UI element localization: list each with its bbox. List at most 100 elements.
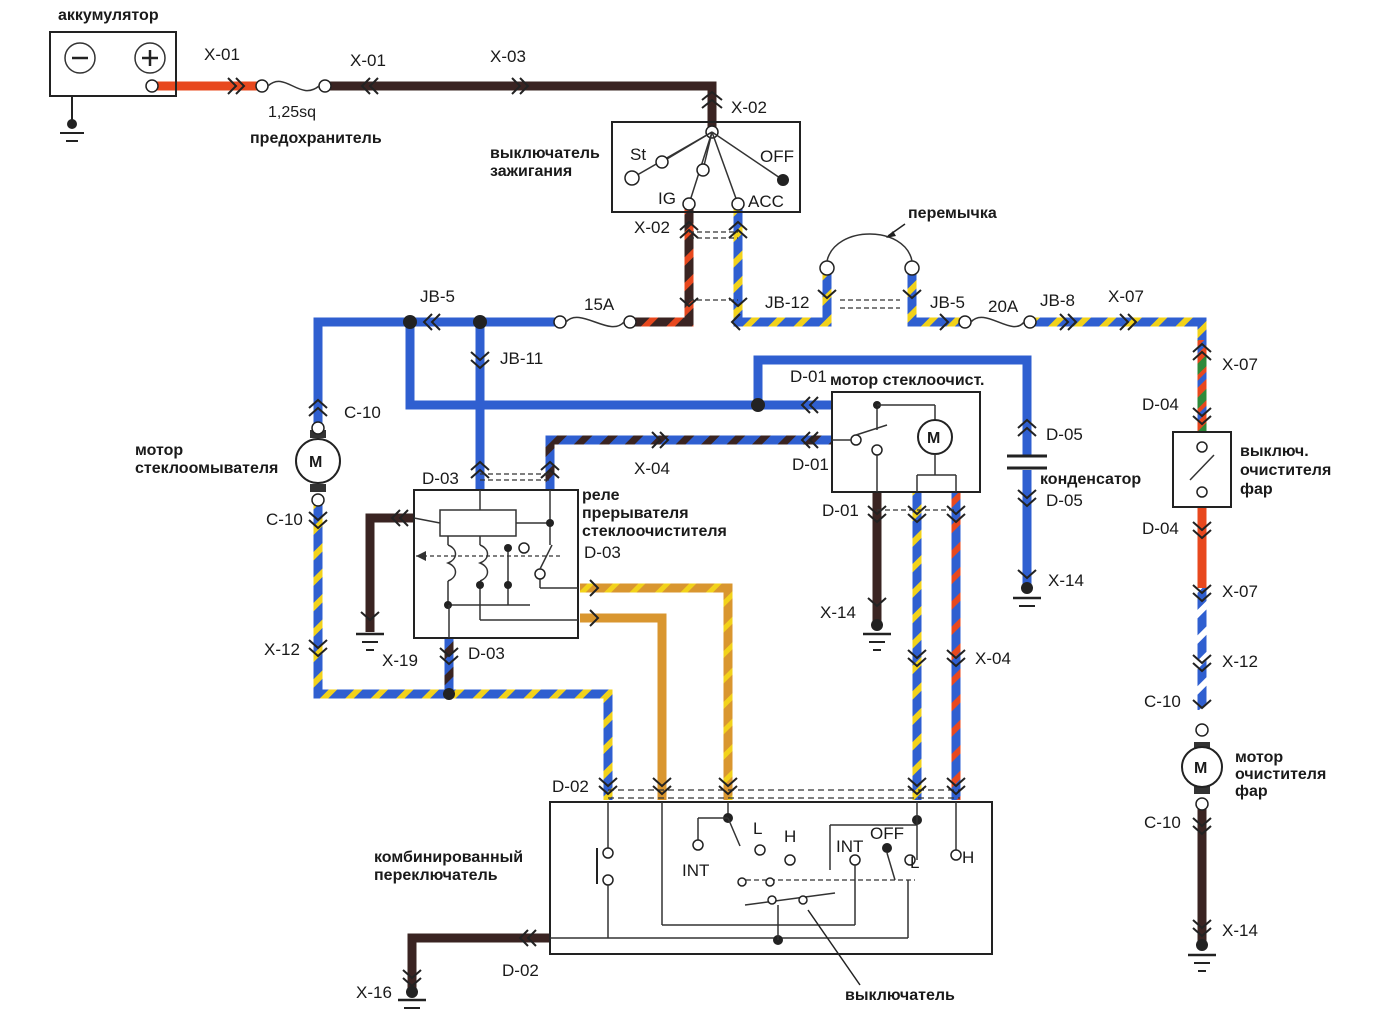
- conn-x03: X-03: [490, 47, 526, 66]
- fuse-15a-label: 15A: [584, 295, 615, 314]
- ignition-label-2: зажигания: [490, 163, 572, 180]
- conn-x07-right: X-07: [1222, 355, 1258, 374]
- hl-motor-label-2: очистителя: [1235, 766, 1326, 783]
- battery-label: аккумулятор: [58, 7, 159, 24]
- hl-switch-label-1: выключ.: [1240, 443, 1309, 460]
- jumper: перемычка: [819, 205, 997, 276]
- ign-st: St: [630, 145, 646, 164]
- wiper-relay: реле прерывателя стеклоочистителя: [413, 487, 727, 639]
- fuse-size-label: 1,25sq: [268, 104, 316, 121]
- combo-h-right: H: [962, 848, 974, 867]
- wire-bus-wiper-motor: [405, 322, 832, 410]
- wire-relay-x04: [545, 435, 832, 490]
- combo-l-left: L: [753, 819, 762, 838]
- wiper-motor-symbol: M: [927, 430, 940, 447]
- washer-motor: M мотор стеклоомывателя: [135, 421, 341, 507]
- washer-motor-symbol: M: [309, 454, 322, 471]
- conn-d01-top: D-01: [790, 367, 827, 386]
- jumper-label: перемычка: [908, 205, 997, 222]
- wires: [152, 81, 1207, 992]
- conn-x02-bottom: X-02: [634, 218, 670, 237]
- conn-x19: X-19: [382, 651, 418, 670]
- conn-d01-mid: D-01: [792, 455, 829, 474]
- ign-acc: ACC: [748, 192, 784, 211]
- fuses: 15A 20A: [553, 295, 1037, 329]
- conn-x12-right: X-12: [1222, 652, 1258, 671]
- main-fuse: 1,25sq предохранитель: [250, 79, 382, 147]
- conn-c10-left-top: C-10: [344, 403, 381, 422]
- battery: аккумулятор: [49, 7, 177, 142]
- conn-jb5-left: JB-5: [420, 287, 455, 306]
- combo-label-2: переключатель: [374, 867, 498, 884]
- relay-label-1: реле: [582, 487, 620, 504]
- conn-d05-top: D-05: [1046, 425, 1083, 444]
- combo-int-right: INT: [836, 837, 863, 856]
- wire-relay-combo-orange2: [580, 613, 667, 800]
- conn-x07-top: X-07: [1108, 287, 1144, 306]
- capacitor: конденсатор: [1007, 454, 1141, 488]
- conn-d05-bottom: D-05: [1046, 491, 1083, 510]
- conn-d04-bottom: D-04: [1142, 519, 1179, 538]
- wiper-motor: M мотор стеклоочист.: [830, 372, 984, 493]
- wire-ig-15a: [630, 204, 694, 327]
- ign-off: OFF: [760, 147, 794, 166]
- hl-motor-label-1: мотор: [1235, 749, 1283, 766]
- conn-x04-right: X-04: [975, 649, 1011, 668]
- wire-washer-combo: [313, 505, 613, 800]
- conn-x16: X-16: [356, 983, 392, 1002]
- wiper-motor-label: мотор стеклоочист.: [830, 372, 984, 389]
- combo-h-left: H: [784, 827, 796, 846]
- conn-x01-b: X-01: [350, 51, 386, 70]
- wire-relay-combo-orange1: [580, 583, 733, 800]
- combo-l-right: L: [910, 853, 919, 872]
- conn-jb11: JB-11: [500, 349, 543, 368]
- conn-c10-left-bottom: C-10: [266, 510, 303, 529]
- hl-switch-label-2: очистителя: [1240, 462, 1331, 479]
- conn-d02-top: D-02: [552, 777, 589, 796]
- conn-x07-mid: X-07: [1222, 582, 1258, 601]
- wire-combo-ground: [407, 933, 550, 992]
- grounds: [398, 582, 1216, 1009]
- conn-d04-top: D-04: [1142, 395, 1179, 414]
- conn-d02-bottom: D-02: [502, 961, 539, 980]
- ign-ig: IG: [658, 189, 676, 208]
- headlamp-wiper-switch: выключ. очистителя фар: [1172, 431, 1331, 508]
- hl-motor-label-3: фар: [1235, 783, 1268, 800]
- wire-wiper-capacitor: [753, 355, 1032, 455]
- conn-x14-cap: X-14: [1048, 571, 1084, 590]
- conn-x02-top: X-02: [731, 98, 767, 117]
- ignition-label-1: выключатель: [490, 145, 600, 162]
- combo-int-left: INT: [682, 861, 709, 880]
- connector-marks: [227, 77, 1212, 988]
- conn-x12-left: X-12: [264, 640, 300, 659]
- conn-x04-top: X-04: [634, 459, 670, 478]
- combination-switch: INT L H INT OFF L H комбинированный пере…: [374, 789, 993, 1004]
- conn-c10-right-top: C-10: [1144, 692, 1181, 711]
- hl-motor-symbol: M: [1194, 760, 1207, 777]
- combo-off-right: OFF: [870, 824, 904, 843]
- relay-label-2: прерывателя: [582, 505, 689, 522]
- relay-ground: [356, 632, 384, 651]
- headlamp-motor: M мотор очистителя фар: [1181, 723, 1326, 811]
- conn-jb8: JB-8: [1040, 291, 1075, 310]
- washer-motor-label-2: стеклоомывателя: [135, 460, 278, 477]
- ignition-switch: St OFF IG ACC выключатель зажигания: [490, 121, 801, 213]
- conn-x01-a: X-01: [204, 45, 240, 64]
- washer-motor-label-1: мотор: [135, 442, 183, 459]
- fuse-label: предохранитель: [250, 130, 382, 147]
- conn-x14-right: X-14: [1222, 921, 1258, 940]
- conn-jb12: JB-12: [765, 293, 809, 312]
- conn-d03-top: D-03: [422, 469, 459, 488]
- combo-label-1: комбинированный: [374, 849, 523, 866]
- connector-labels: X-01 X-01 X-03 X-02 X-02 JB-5 JB-11 JB-1…: [204, 45, 1258, 1002]
- relay-label-3: стеклоочистителя: [582, 523, 727, 540]
- conn-c10-right-bottom: C-10: [1144, 813, 1181, 832]
- conn-d01-bottom: D-01: [822, 501, 859, 520]
- conn-jb5-right: JB-5: [930, 293, 965, 312]
- conn-d03-bottom: D-03: [468, 644, 505, 663]
- conn-d03-side: D-03: [584, 543, 621, 562]
- capacitor-label: конденсатор: [1040, 471, 1141, 488]
- switch-label: выключатель: [845, 987, 955, 1004]
- hl-switch-label-3: фар: [1240, 481, 1273, 498]
